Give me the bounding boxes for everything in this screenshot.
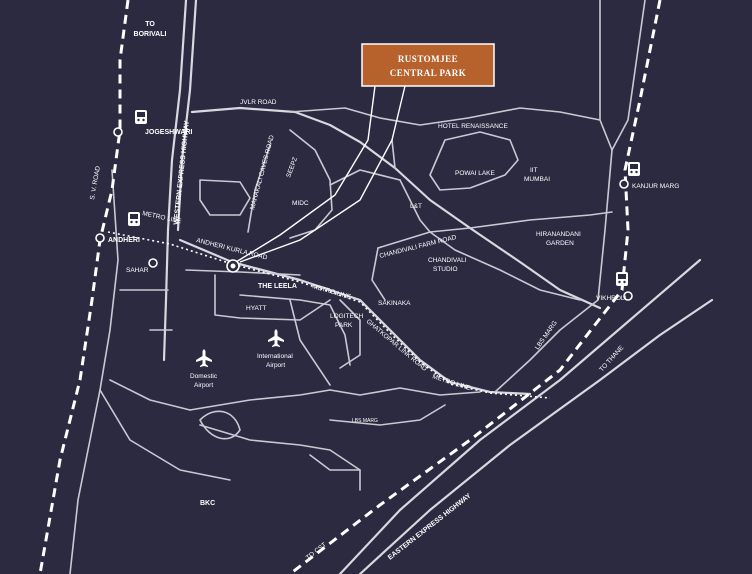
- jogeshwari-station-marker: [113, 127, 123, 137]
- chandivali-studio-label-2: STUDIO: [433, 266, 458, 273]
- callout-line-outer: [239, 85, 406, 263]
- kanjur-marg-label: KANJUR MARG: [632, 183, 679, 190]
- kanjur-marg-station-marker: [619, 179, 629, 189]
- jogeshwari-label: JOGESHWARI: [145, 129, 193, 136]
- jvlr-east: [289, 107, 613, 151]
- to-thane-label: TO THANE: [598, 344, 625, 373]
- airplane-icon: [196, 349, 212, 367]
- train-station-icon: [628, 162, 640, 176]
- central-railway: [289, 0, 662, 574]
- sakinaka-label: SAKINAKA: [378, 300, 411, 307]
- dom-airport-label-1: Domestic: [190, 373, 218, 380]
- seepz-road: [289, 129, 333, 239]
- airplane-icon: [268, 329, 284, 347]
- vikhroli-label: VIKHROLI: [596, 295, 627, 302]
- dom-airport-label-2: Airport: [194, 382, 213, 389]
- project-callout: RUSTOMJEE CENTRAL PARK: [361, 43, 495, 87]
- jvlr-road-label: JVLR ROAD: [240, 99, 277, 106]
- metro-line-label-2: METRO LINE: [311, 283, 352, 301]
- andheri-label: ANDHERI: [108, 237, 140, 244]
- iit-label-1: IIT: [530, 167, 538, 174]
- the-leela-label: THE LEELA: [258, 283, 297, 290]
- intl-airport-label-2: Airport: [266, 362, 285, 369]
- train-station-icon: [128, 212, 140, 226]
- location-marker-icon: [226, 259, 240, 273]
- sahar-label: SAHAR: [126, 267, 149, 274]
- seepz-label: SEEPZ: [285, 156, 299, 178]
- powai-lake-outline: [429, 131, 519, 191]
- midc-label: MIDC: [292, 200, 309, 207]
- train-station-icon: [616, 272, 628, 286]
- metro-line: [107, 231, 551, 399]
- iit-label-2: MUMBAI: [524, 176, 550, 183]
- metro-line-label-3: METRO LINE: [431, 373, 472, 392]
- eastern-express-highway-label: EASTERN EXPRESS HIGHWAY: [387, 492, 473, 561]
- lbs-marg-label-2: LBS MARG: [352, 418, 378, 424]
- road-network: [69, 0, 714, 574]
- to-cst-label: TO CST: [305, 541, 328, 561]
- mahakali-caves-road: [247, 144, 271, 233]
- hotel-renaissance-label: HOTEL RENAISSANCE: [438, 123, 508, 130]
- sahar-station-marker: [148, 258, 158, 268]
- to-borivali-label-2: BORIVALI: [134, 31, 167, 38]
- project-name-line1: RUSTOMJEE: [398, 54, 458, 64]
- eastern-express-highway: [358, 298, 714, 574]
- western-express-highway: [162, 0, 188, 362]
- project-label-box: [361, 43, 495, 87]
- to-borivali-label-1: TO: [145, 21, 155, 28]
- chandivali-studio-label-1: CHANDIVALI: [428, 257, 467, 264]
- lbs-marg: [494, 149, 613, 393]
- sv-road-label: S. V. ROAD: [89, 165, 102, 200]
- bkc-label: BKC: [200, 500, 215, 507]
- lt-label: L&T: [410, 203, 422, 210]
- railways: [38, 0, 662, 574]
- callout-line-inner: [235, 85, 376, 263]
- ghatkopar-link-road-label: GHATKOPAR LINK ROAD: [365, 318, 428, 373]
- hiranandani-label-2: GARDEN: [546, 240, 574, 247]
- train-station-icon: [135, 110, 147, 124]
- logitech-label-2: PARK: [335, 322, 353, 329]
- intl-airport-label-1: International: [257, 353, 293, 360]
- eastern-express-highway-west: [338, 258, 702, 574]
- project-name-line2: CENTRAL PARK: [390, 68, 467, 78]
- andheri-kurla-road: [178, 238, 532, 396]
- vikhroli-station-marker: [623, 291, 633, 301]
- andheri-station-marker: [95, 233, 105, 243]
- sv-road: [69, 169, 119, 574]
- powai-lake-label: POWAI LAKE: [455, 170, 496, 177]
- logitech-label-1: LOGITECH: [330, 313, 364, 320]
- western-express-highway-east: [176, 0, 198, 232]
- hiranandani-label-1: HIRANANDANI: [536, 231, 581, 238]
- chandivali-farm-road: [377, 211, 613, 249]
- hyatt-label: HYATT: [246, 305, 266, 312]
- mahakali-caves-road-label: MAHAKALI CAVES ROAD: [249, 134, 276, 210]
